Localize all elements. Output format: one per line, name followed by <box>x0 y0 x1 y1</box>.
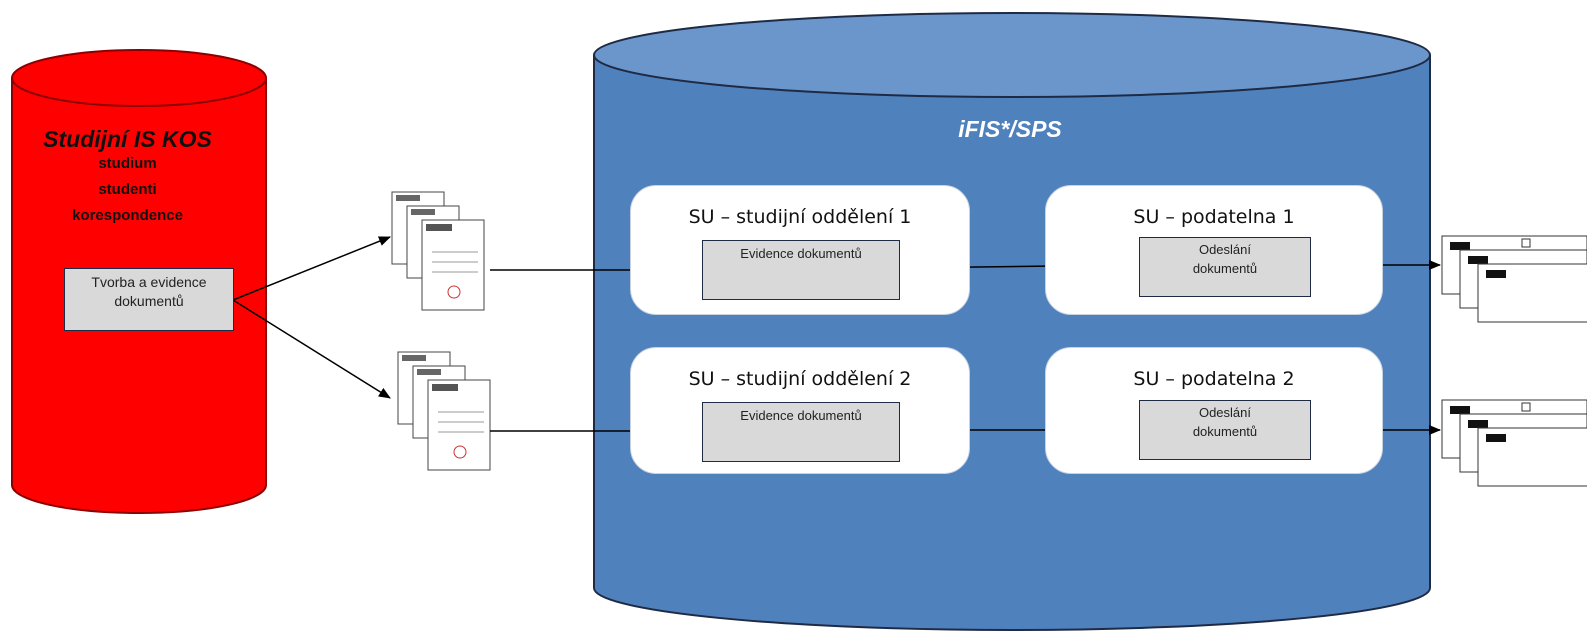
process-box-label: Tvorba a evidence dokumentů <box>91 274 207 309</box>
unit-title: SU – studijní oddělení 1 <box>688 206 912 228</box>
evidence-box-1: Evidence dokumentů <box>702 240 900 300</box>
process-box-tvorba: Tvorba a evidence dokumentů <box>64 268 234 331</box>
kos-title: Studijní IS KOS <box>43 126 212 152</box>
evidence-box-2: Evidence dokumentů <box>702 402 900 462</box>
kos-line-korespondence: korespondence <box>72 207 183 224</box>
evidence-box-label: Evidence dokumentů <box>740 246 862 261</box>
unit-title: SU – podatelna 1 <box>1133 206 1295 228</box>
envelope-stack-icon <box>1441 235 1587 323</box>
kos-line-studium: studium <box>98 155 157 172</box>
envelope-stack-icon <box>1441 399 1587 487</box>
ifis-cylinder <box>593 12 1431 631</box>
kos-line-studenti: studenti <box>98 181 157 198</box>
odeslani-box-label: Odeslání dokumentů <box>1192 405 1258 439</box>
odeslani-box-label: Odeslání dokumentů <box>1192 242 1258 276</box>
document-stack-icon <box>397 351 491 471</box>
odeslani-box-1: Odeslání dokumentů <box>1139 237 1311 297</box>
arrow-kos-to-docs-1 <box>232 236 391 301</box>
ifis-title: iFIS*/SPS <box>958 116 1062 142</box>
unit-title: SU – podatelna 2 <box>1133 368 1295 390</box>
unit-title: SU – studijní oddělení 2 <box>688 368 912 390</box>
odeslani-box-2: Odeslání dokumentů <box>1139 400 1311 460</box>
evidence-box-label: Evidence dokumentů <box>740 408 862 423</box>
arrow-kos-to-docs-2 <box>232 299 391 399</box>
document-stack-icon <box>391 191 485 311</box>
